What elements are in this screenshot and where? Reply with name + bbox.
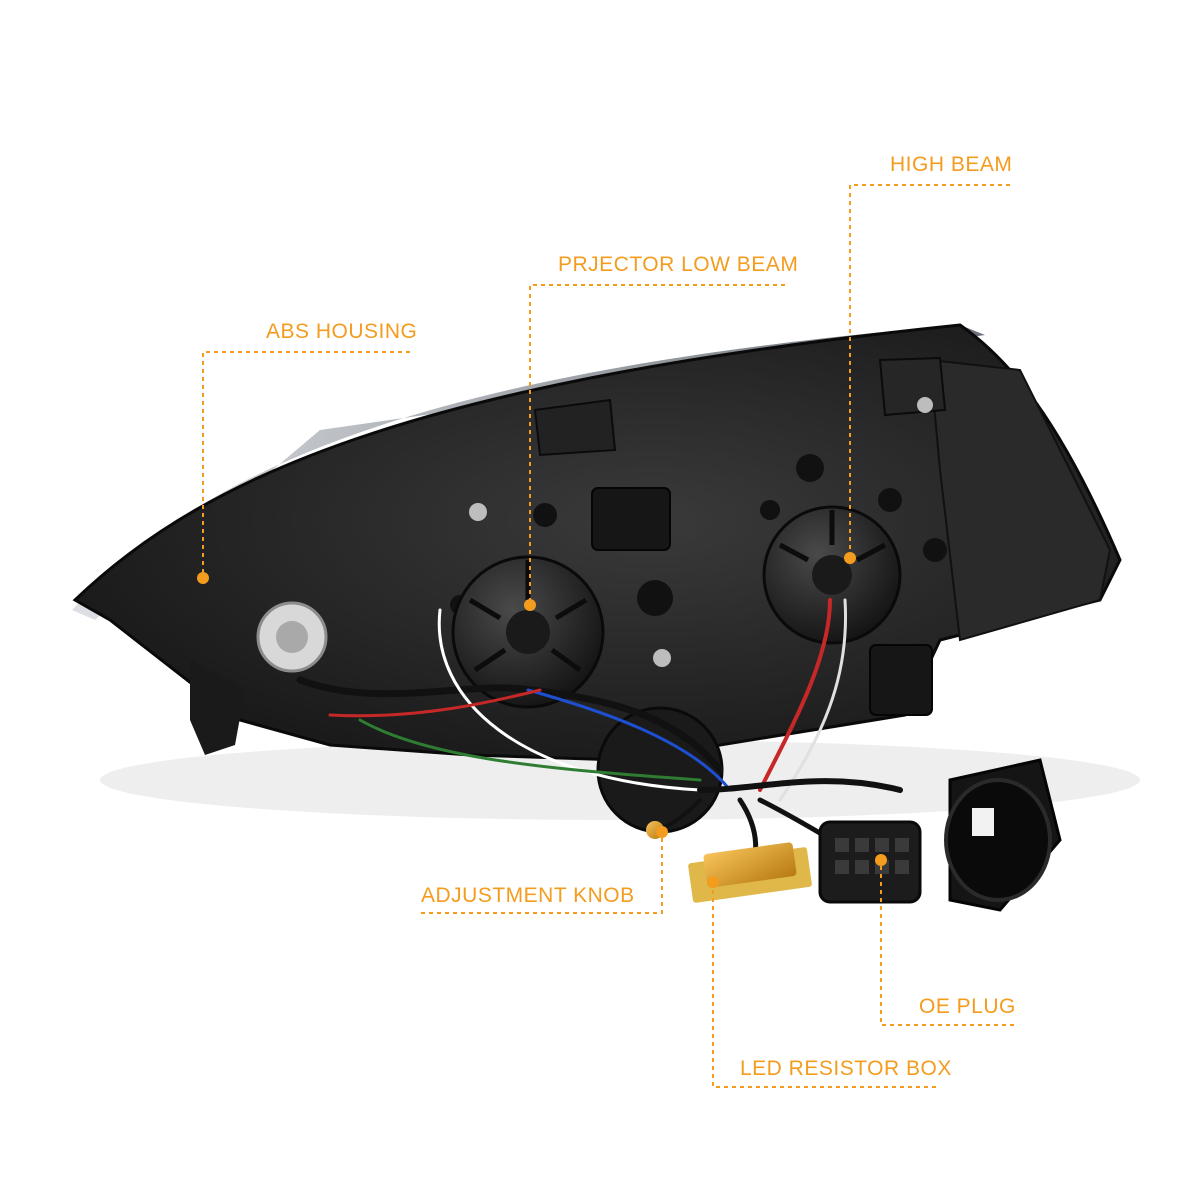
callout-high-beam: HIGH BEAM bbox=[890, 153, 1013, 176]
callout-led-resistor-box: LED RESISTOR BOX bbox=[740, 1057, 952, 1080]
callout-markers bbox=[197, 552, 887, 888]
mounting-tab-top bbox=[533, 398, 617, 457]
resistor-box-part bbox=[688, 842, 812, 903]
housing-side-panel bbox=[928, 358, 1112, 642]
leader-lines bbox=[202, 184, 1014, 1088]
mounting-tab-right bbox=[878, 356, 947, 417]
callout-abs-housing: ABS HOUSING bbox=[266, 320, 418, 343]
rear-pod bbox=[596, 706, 724, 834]
callout-adjustment-knob: ADJUSTMENT KNOB bbox=[421, 884, 635, 907]
grommet-cap bbox=[944, 758, 1062, 912]
oe-plug-part bbox=[818, 820, 922, 904]
callout-projector-low-beam: PRJECTOR LOW BEAM bbox=[558, 253, 799, 276]
rubber-plug-right bbox=[869, 644, 933, 716]
screw bbox=[469, 503, 487, 521]
screw bbox=[653, 649, 671, 667]
callout-oe-plug: OE PLUG bbox=[919, 995, 1016, 1018]
screw bbox=[917, 397, 933, 413]
wiring-harness bbox=[296, 598, 903, 883]
rubber-plug-top bbox=[591, 487, 671, 551]
mounting-tab-left bbox=[190, 660, 245, 755]
